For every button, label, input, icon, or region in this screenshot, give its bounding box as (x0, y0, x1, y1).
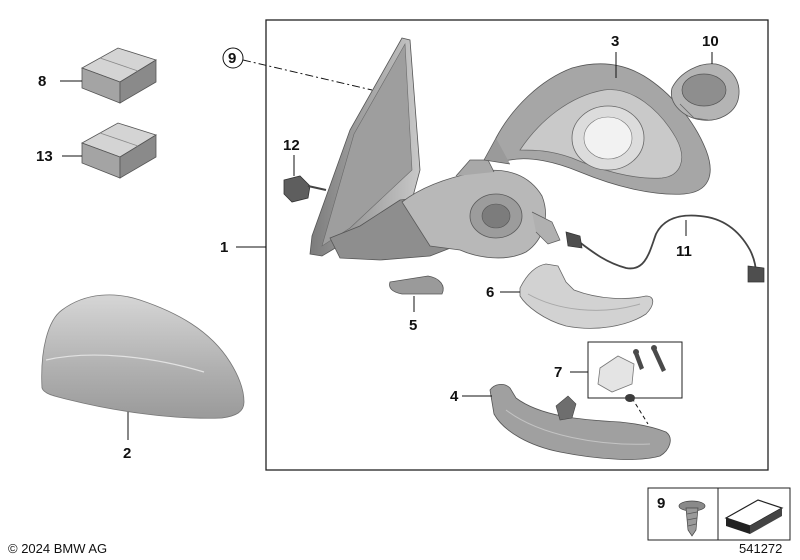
part-11-wiring-harness (565, 214, 765, 283)
callout-8[interactable]: 8 (38, 73, 46, 90)
callout-2[interactable]: 2 (123, 445, 131, 462)
callout-9[interactable]: 9 (228, 50, 236, 67)
assembly-frame (265, 19, 769, 471)
part-4-lower-trim (489, 384, 671, 460)
callout-5[interactable]: 5 (409, 317, 417, 334)
part-5-cover-plate (389, 275, 444, 295)
part-10-adjustment-motor (671, 63, 740, 121)
part-7-grommet (625, 394, 635, 402)
legend-fastener-box (647, 487, 719, 541)
legend-fastener-number: 9 (657, 495, 665, 512)
angle-bracket-icon (724, 499, 784, 534)
part-3-carrier-frame (483, 63, 711, 195)
part-8-pad (81, 47, 157, 104)
part-7-clips (597, 345, 666, 393)
part-12-connector (283, 175, 327, 203)
callout-3[interactable]: 3 (611, 33, 619, 50)
callout-4[interactable]: 4 (450, 388, 459, 405)
callout-11[interactable]: 11 (676, 243, 692, 260)
part-6-turn-signal-lens (519, 263, 654, 329)
callout-12[interactable]: 12 (283, 137, 300, 154)
part-13-pad (81, 122, 157, 179)
callout-7[interactable]: 7 (554, 364, 562, 381)
screw-icon (678, 500, 706, 537)
leader-9 (242, 59, 373, 91)
copyright: © 2024 BMW AG (8, 541, 107, 556)
callout-6[interactable]: 6 (486, 284, 494, 301)
part-2-mirror-cap (41, 294, 245, 419)
callout-13[interactable]: 13 (36, 148, 53, 165)
part-1-mirror-housing (309, 37, 561, 261)
callout-9-circle (222, 47, 244, 69)
callout-1[interactable]: 1 (220, 239, 228, 256)
diagram-number: 541272 (739, 541, 782, 556)
leader-7-dashed (631, 397, 649, 425)
callout-10[interactable]: 10 (702, 33, 719, 50)
